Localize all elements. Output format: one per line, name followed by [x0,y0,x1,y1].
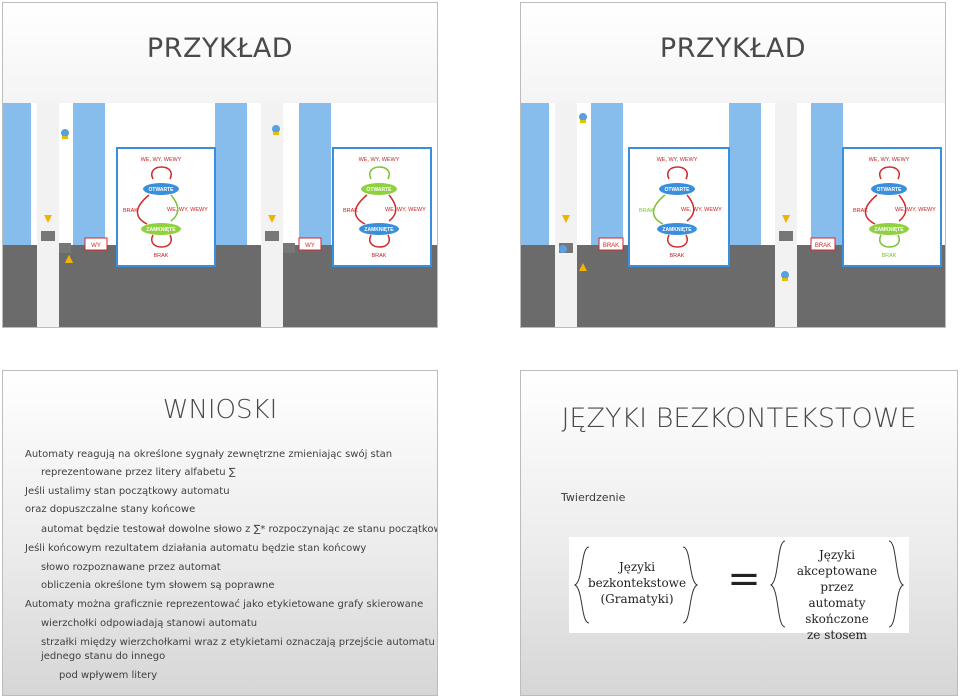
svg-text:WE, WY, WEWY: WE, WY, WEWY [141,157,182,163]
state-diagram-panel: WE, WY, WEWY OTWARTE BRAK WE, WY, WEWY Z… [842,147,942,267]
svg-text:WE, WY, WEWY: WE, WY, WEWY [167,207,208,213]
svg-text:OTWARTE: OTWARTE [149,187,175,193]
person-icon [781,271,789,279]
bullet-line: Jeśli ustalimy stan początkowy automatu [25,486,230,497]
person-icon [559,245,567,253]
bullet-line: strzałki między wierzchołkami wraz z ety… [41,637,438,648]
bullet-line: obliczenia określone tym słowem są popra… [41,580,275,591]
svg-text:WY: WY [91,243,101,249]
equals-sign: = [727,556,761,602]
bullet-line: jednego stanu do innego [41,651,166,662]
right-set: Języki akceptowane przez automaty skończ… [796,548,878,642]
arrow-down-icon [268,215,276,223]
svg-text:WY: WY [305,243,315,249]
theorem-label: Twierdzenie [561,491,626,504]
automaton-scene: WY WY WE, WY, WEWY OTWARTE BRAK WE, WY, … [3,103,437,327]
arrow-up-icon [579,263,587,271]
svg-text:OTWARTE: OTWARTE [367,187,393,193]
svg-text:BRAK: BRAK [639,208,654,214]
svg-text:OTWARTE: OTWARTE [665,187,691,193]
svg-text:WE, WY, WEWY: WE, WY, WEWY [869,157,910,163]
slide-title: JĘZYKI BEZKONTEKSTOWE [561,403,917,434]
svg-text:BRAK: BRAK [372,253,387,259]
state-diagram-panel: WE, WY, WEWY OTWARTE BRAK WE, WY, WEWY Z… [332,147,432,267]
person-icon [579,113,587,121]
svg-text:ZAMKNIĘTE: ZAMKNIĘTE [364,227,394,233]
svg-text:BRAK: BRAK [853,208,868,214]
bullet-line: oraz dopuszczalne stany końcowe [25,504,196,515]
bullet-line: Jeśli końcowym rezultatem działania auto… [25,543,367,554]
bullet-line: reprezentowane przez litery alfabetu ∑ [41,467,236,478]
svg-text:ZAMKNIĘTE: ZAMKNIĘTE [874,227,904,233]
svg-text:ZAMKNIĘTE: ZAMKNIĘTE [662,227,692,233]
arrow-down-icon [782,215,790,223]
bullet-line: wierzchołki odpowiadają stanowi automatu [41,618,258,629]
svg-text:WE, WY, WEWY: WE, WY, WEWY [385,207,426,213]
svg-text:ZAMKNIĘTE: ZAMKNIĘTE [146,227,176,233]
svg-text:BRAK: BRAK [343,208,358,214]
svg-text:WE, WY, WEWY: WE, WY, WEWY [359,157,400,163]
svg-text:BRAK: BRAK [882,253,897,259]
bullet-line: Automaty reagują na określone sygnały ze… [25,449,393,460]
slide-title: PRZYKŁAD [659,33,807,64]
theorem-equation: Języki bezkontekstowe (Gramatyki) = Języ… [569,537,909,642]
bullet-line: Automaty można graficznie reprezentować … [25,599,424,610]
bullet-line: słowo rozpoznawane przez automat [41,562,221,573]
slide-title: WNIOSKI [162,395,278,425]
automaton-scene: BRAK BRAK WE, WY, WEWY OTWARTE BRAK WE, … [521,103,945,327]
slide-przyklad-2[interactable]: PRZYKŁAD BRAK BRAK WE, WY, WEWY OTWARTE [520,2,946,328]
person-icon [272,125,280,133]
bullet-line: pod wpływem litery [59,670,158,681]
slide-wnioski[interactable]: WNIOSKI Automaty reagują na określone sy… [2,370,438,696]
svg-text:WE, WY, WEWY: WE, WY, WEWY [895,207,936,213]
slide-jezyki-bezkontekstowe[interactable]: JĘZYKI BEZKONTEKSTOWE Twierdzenie Języki… [520,370,958,696]
svg-text:OTWARTE: OTWARTE [877,187,903,193]
state-diagram-panel: WE, WY, WEWY OTWARTE BRAK WE, WY, WEWY Z… [116,147,216,267]
arrow-down-icon [44,215,52,223]
left-set: Języki bezkontekstowe (Gramatyki) [587,560,687,606]
state-diagram-panel: WE, WY, WEWY OTWARTE BRAK WE, WY, WEWY Z… [628,147,730,267]
slide-title: PRZYKŁAD [146,33,294,64]
svg-text:WE, WY, WEWY: WE, WY, WEWY [681,207,722,213]
slide-przyklad-1[interactable]: PRZYKŁAD WY WY WE, WY, WEWY [2,2,438,328]
svg-text:BRAK: BRAK [603,243,619,249]
svg-text:BRAK: BRAK [815,243,831,249]
arrow-down-icon [562,215,570,223]
svg-text:BRAK: BRAK [123,208,138,214]
svg-text:WE, WY, WEWY: WE, WY, WEWY [657,157,698,163]
svg-text:BRAK: BRAK [154,253,169,259]
bullet-line: automat będzie testował dowolne słowo z … [41,524,438,535]
brace-icon [573,540,905,628]
person-icon [61,129,69,137]
svg-text:BRAK: BRAK [670,253,685,259]
